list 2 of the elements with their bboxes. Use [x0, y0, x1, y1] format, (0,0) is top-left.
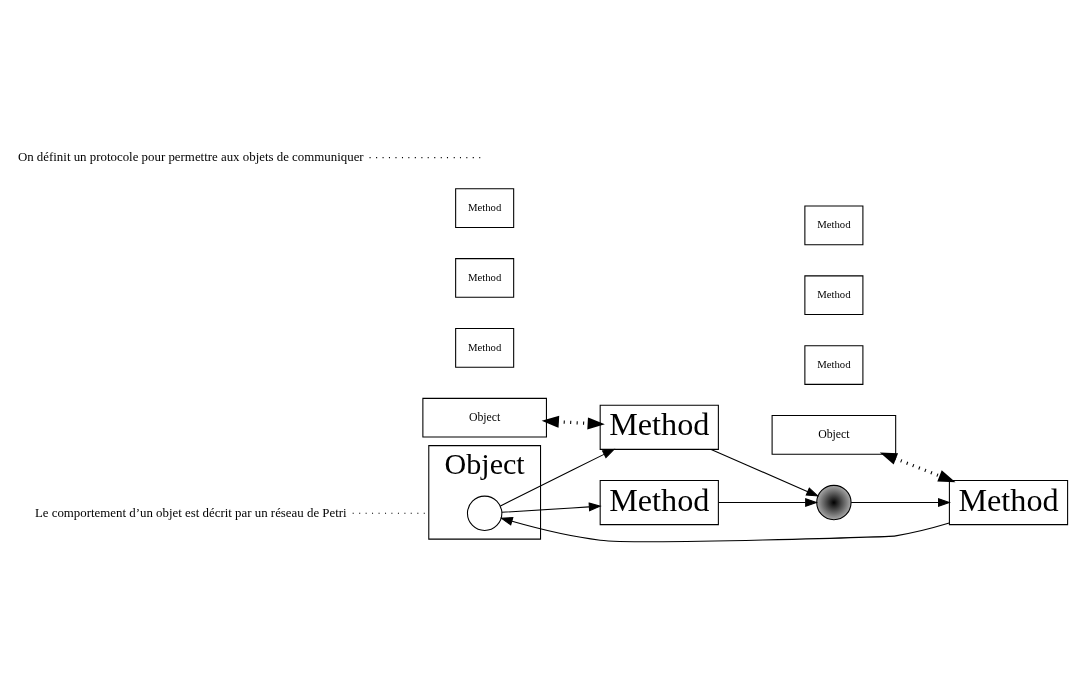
node-text: On définit un protocole pour permettre aux objets de communiquer [17, 149, 364, 164]
node-text: Le comportement d’un objet est décrit par un réseau de Petri [34, 505, 347, 520]
